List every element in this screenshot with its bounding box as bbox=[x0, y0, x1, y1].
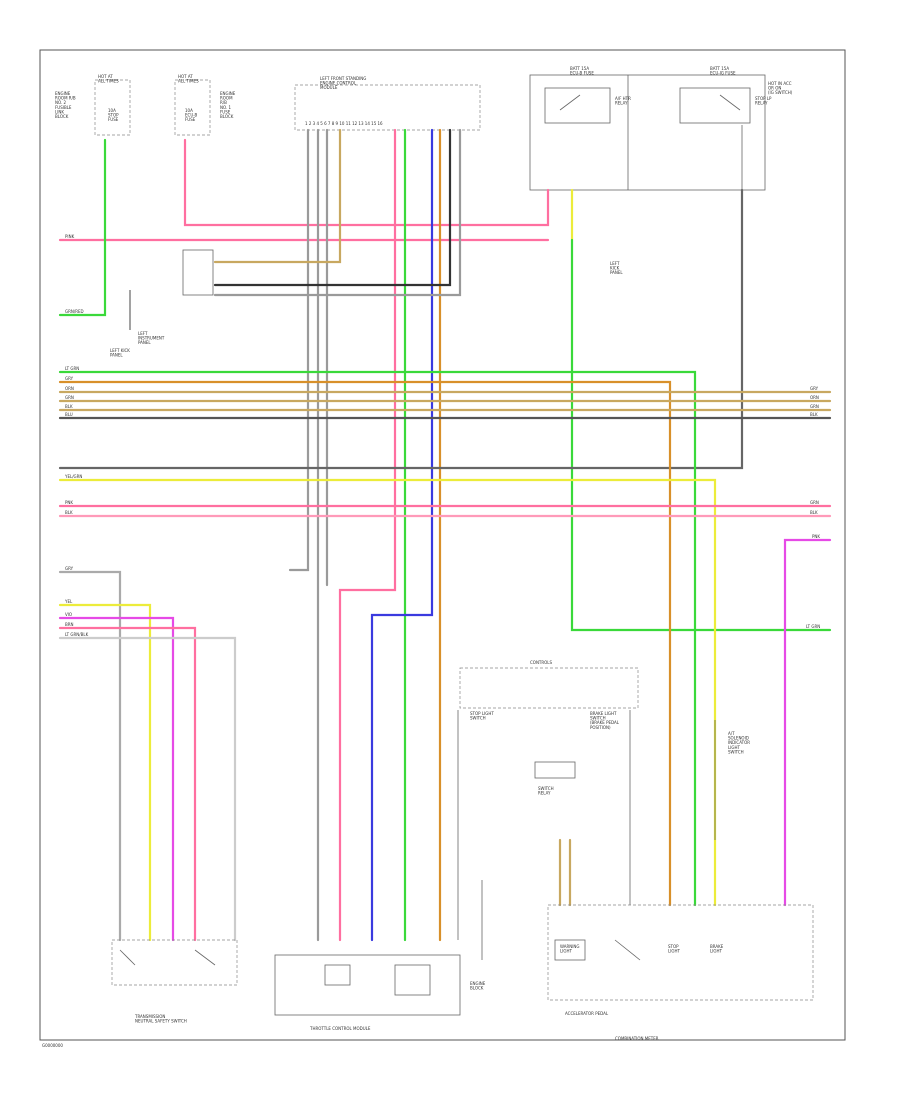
control-box-label: CONTROLS bbox=[530, 660, 553, 665]
right-label-0: GRY bbox=[810, 386, 819, 391]
right-label-4: GRN bbox=[810, 500, 819, 505]
right-label-1: ORN bbox=[810, 395, 819, 400]
right-label-7: LT GRN bbox=[806, 624, 820, 629]
bus-lt-green bbox=[58, 370, 697, 907]
ecm-pin-row: 1 2 3 4 5 6 7 8 9 10 11 12 13 14 15 16 bbox=[305, 121, 383, 126]
wire-gray-relay bbox=[58, 188, 744, 470]
left-label-13: VIO bbox=[65, 612, 72, 617]
right-label-6: PNK bbox=[812, 534, 820, 539]
wire-pink-ecm bbox=[338, 128, 397, 942]
wire-magenta-right bbox=[783, 538, 832, 907]
left-label-0: PINK bbox=[65, 234, 75, 239]
diagram-frame bbox=[39, 49, 846, 1041]
meter-sub-label: ACCELERATOR PEDAL bbox=[565, 1011, 609, 1016]
left-label-10: BLK bbox=[65, 510, 73, 515]
wire-blue-ecm bbox=[370, 128, 434, 942]
wire-gray-module bbox=[213, 128, 462, 297]
wire-yellow-trans bbox=[58, 603, 152, 942]
bus-orange bbox=[58, 380, 672, 907]
wire-gray-trans bbox=[58, 570, 122, 942]
left-label-7: BLU bbox=[65, 412, 73, 417]
wire-tan-module bbox=[213, 128, 342, 264]
bus-yellow bbox=[58, 478, 717, 907]
left-label-9: PNK bbox=[65, 500, 73, 505]
wire-gray-1 bbox=[288, 128, 310, 572]
left-label-15: LT GRN/BLK bbox=[65, 632, 89, 637]
throttle-module-label: THROTTLE CONTROL MODULE bbox=[309, 1026, 371, 1031]
left-label-3: GRY bbox=[65, 376, 74, 381]
wire-green-left bbox=[58, 138, 107, 317]
wire-magenta-trans bbox=[58, 616, 175, 942]
left-label-8: YEL/GRN bbox=[64, 474, 82, 479]
left-label-12: YEL bbox=[64, 599, 73, 604]
wire-pink-top bbox=[183, 138, 550, 227]
right-wire-labels: GRY ORN GRN BLK GRN BLK PNK LT GRN bbox=[806, 386, 820, 629]
left-label-4: ORN bbox=[65, 386, 74, 391]
wires bbox=[58, 128, 832, 942]
left-label-1: GRN/RED bbox=[65, 309, 84, 314]
left-wire-labels: PINK GRN/RED LT GRN GRY ORN GRN BLK BLU … bbox=[64, 234, 89, 637]
left-label-14: BRN bbox=[65, 622, 74, 627]
wire-ltgreen-trans bbox=[58, 636, 237, 942]
wire-green-relay bbox=[570, 238, 832, 632]
right-label-3: BLK bbox=[810, 412, 818, 417]
wire-pink-trans bbox=[58, 626, 197, 942]
right-label-5: BLK bbox=[810, 510, 818, 515]
right-label-2: GRN bbox=[810, 404, 819, 409]
page-ref: G0000000 bbox=[42, 1043, 63, 1048]
left-label-2: LT GRN bbox=[65, 366, 79, 371]
left-label-11: GRY bbox=[65, 566, 74, 571]
wire-black-module bbox=[213, 128, 452, 287]
combination-meter-label: COMBINATION METER bbox=[615, 1036, 659, 1041]
left-label-5: GRN bbox=[65, 395, 74, 400]
left-label-6: BLK bbox=[65, 404, 73, 409]
